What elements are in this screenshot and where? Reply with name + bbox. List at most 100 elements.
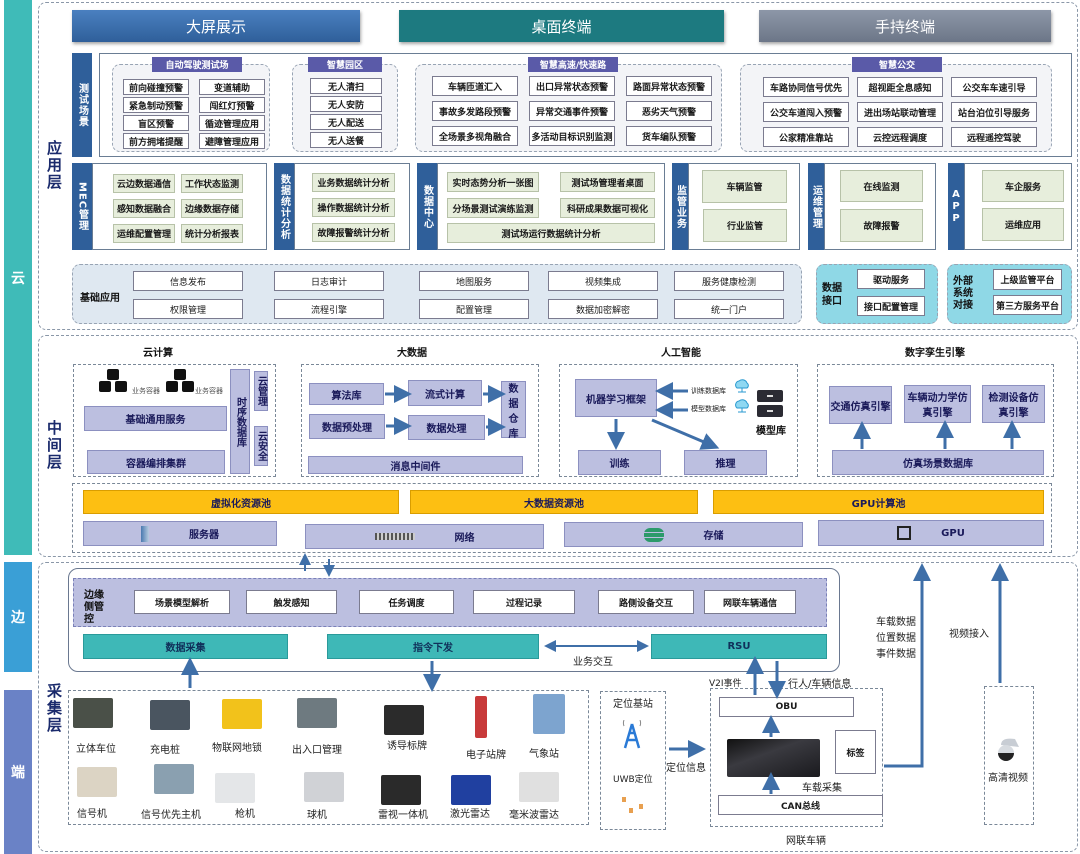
basic-app-item: 信息发布 — [133, 271, 243, 291]
module-item: 车辆监管 — [702, 170, 787, 203]
server-icon — [141, 525, 149, 542]
interface-item: 接口配置管理 — [857, 296, 925, 316]
edge-end-frame — [38, 562, 1078, 852]
scene-item: 无人配送 — [310, 114, 382, 130]
server-resource: 服务器 — [83, 521, 277, 546]
basic-app-item: 统一门户 — [674, 299, 784, 319]
handheld-terminal-button[interactable]: 手持终端 — [759, 10, 1051, 42]
container-icon — [166, 369, 194, 392]
uwb-label: UWB定位 — [613, 775, 653, 785]
infer-box: 推理 — [684, 450, 767, 475]
tsdb-box: 时序数据库 — [230, 369, 250, 474]
bigdata-pool: 大数据资源池 — [410, 490, 698, 514]
group-title: 智慧园区 — [308, 57, 382, 72]
big-screen-button[interactable]: 大屏展示 — [72, 10, 360, 42]
app-layer-label: 应用层 — [45, 140, 63, 191]
device-label: 毫米波雷达 — [509, 810, 559, 821]
ai-box — [559, 364, 798, 477]
scene-item: 循迹管理应用 — [199, 115, 265, 131]
command-box: 指令下发 — [327, 634, 539, 659]
edge-control-item: 路侧设备交互 — [598, 590, 694, 614]
ml-framework-box: 机器学习框架 — [575, 379, 657, 417]
group-title: 智慧公交 — [852, 57, 942, 72]
container-label: 业务容器 — [195, 387, 223, 395]
pos-info-label: 定位信息 — [666, 763, 706, 774]
module-label-mec: MEC管理 — [72, 163, 92, 250]
device-image — [381, 775, 421, 805]
module-item: 分场景测试演练监测 — [447, 198, 539, 218]
edge-control-item: 触发感知 — [246, 590, 337, 614]
model-db-label: 模型数据库 — [691, 405, 726, 413]
scene-item: 恶劣天气预警 — [626, 101, 712, 121]
basic-app-item: 视频集成 — [548, 271, 658, 291]
device-label: 信号机 — [77, 809, 107, 820]
device-image — [222, 699, 262, 729]
twin-title: 数字孪生引擎 — [905, 348, 965, 359]
simulation-db-box: 仿真场景数据库 — [832, 450, 1044, 475]
twin-engine: 检测设备仿真引擎 — [982, 385, 1045, 423]
basic-app-item: 权限管理 — [133, 299, 243, 319]
edge-control-item: 任务调度 — [359, 590, 454, 614]
virtual-pool: 虚拟化资源池 — [83, 490, 399, 514]
train-db-label: 训练数据库 — [691, 387, 726, 395]
scene-item: 车辆匝道汇入 — [432, 76, 518, 96]
end-band: 端 — [4, 690, 32, 854]
scene-item: 事故多发路段预警 — [432, 101, 518, 121]
container-label: 业务容器 — [132, 387, 160, 395]
container-cluster-box: 容器编排集群 — [87, 450, 225, 474]
device-label: 立体车位 — [76, 744, 116, 755]
module-item: 感知数据融合 — [113, 199, 175, 218]
module-item: 运维应用 — [982, 208, 1064, 241]
scene-item: 无人送餐 — [310, 132, 382, 148]
scene-item: 公交车道闯入预警 — [763, 102, 849, 122]
gpu-label: GPU — [941, 527, 965, 539]
edge-band: 边 — [4, 562, 32, 672]
module-item: 业务数据统计分析 — [312, 173, 395, 192]
basic-app-item: 数据加密解密 — [548, 299, 658, 319]
base-station-label: 定位基站 — [613, 699, 653, 710]
device-image — [297, 698, 337, 728]
device-image — [533, 694, 565, 734]
data-warehouse-box: 数据仓库 — [501, 381, 526, 440]
onboard-collect-label: 车载采集 — [802, 783, 842, 794]
network-resource: 网络 — [305, 524, 544, 549]
device-image — [384, 705, 424, 735]
scene-item: 全场景多视角融合 — [432, 126, 518, 146]
ai-title: 人工智能 — [661, 348, 701, 359]
model-lib-label: 模型库 — [756, 426, 786, 437]
scene-item: 超视距全息感知 — [857, 77, 943, 97]
storage-icon — [643, 527, 664, 542]
device-label: 信号优先主机 — [141, 810, 201, 821]
positioning-box — [600, 691, 666, 830]
basic-app-item: 日志审计 — [274, 271, 384, 291]
resource-pool-frame — [72, 483, 1052, 553]
scene-item: 避障管理应用 — [199, 133, 265, 149]
external-item: 第三方服务平台 — [993, 295, 1062, 315]
module-item: 统计分析报表 — [181, 224, 243, 243]
ped-vehicle-label: 行人/车辆信息 — [788, 679, 852, 690]
scene-item: 远程遥控驾驶 — [951, 127, 1037, 147]
scene-item: 路面异常状态预警 — [626, 76, 712, 96]
scene-item: 无人清扫 — [310, 78, 382, 94]
device-image — [150, 700, 190, 730]
cloud-db-icon — [735, 379, 749, 393]
uwb-tag-icon — [622, 797, 626, 802]
rsu-box: RSU — [651, 634, 827, 659]
scene-item: 公家精准靠站 — [763, 127, 849, 147]
scene-item: 货车编队预警 — [626, 126, 712, 146]
flow-event-data: 事件数据 — [876, 649, 916, 660]
basic-app-item: 服务健康检测 — [674, 271, 784, 291]
desktop-terminal-button[interactable]: 桌面终端 — [399, 10, 724, 42]
data-collect-box: 数据采集 — [83, 634, 288, 659]
device-label: 电子站牌 — [466, 750, 506, 761]
edge-control-item: 网联车辆通信 — [704, 590, 796, 614]
scene-item: 异常交通事件预警 — [529, 101, 615, 121]
biz-interaction-label: 业务交互 — [573, 657, 613, 668]
preprocess-box: 数据预处理 — [309, 414, 385, 439]
tag-box: 标签 — [835, 730, 876, 774]
uwb-tag-icon — [629, 808, 633, 813]
module-item: 故障报警 — [840, 209, 923, 242]
device-image — [154, 764, 194, 794]
scene-item: 站台泊位引导服务 — [951, 102, 1037, 122]
vehicle-data-labels: 车载数据 位置数据 事件数据 — [876, 615, 916, 663]
